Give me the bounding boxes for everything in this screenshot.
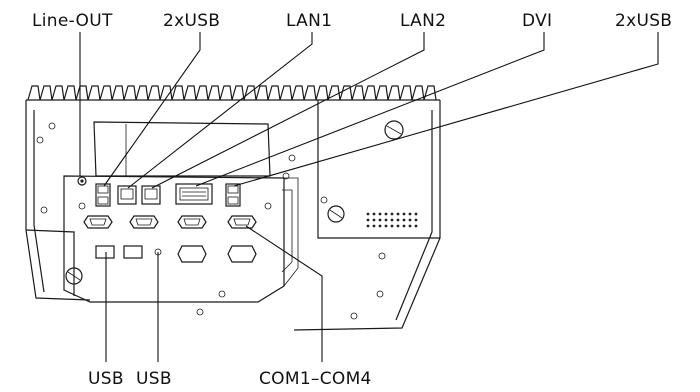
com-ports bbox=[83, 215, 257, 229]
usb-stack-left bbox=[95, 183, 111, 207]
screw-top-right bbox=[384, 120, 404, 140]
leader-usb-left bbox=[103, 32, 201, 187]
leader-dvi bbox=[195, 32, 545, 187]
screw-right bbox=[327, 205, 345, 223]
label-dvi: DVI bbox=[522, 11, 552, 31]
label-usb-2: USB bbox=[136, 369, 172, 389]
label-lan2: LAN2 bbox=[400, 11, 446, 31]
heatsink-fins bbox=[26, 85, 440, 101]
leader-lines bbox=[79, 32, 659, 362]
usb-single-2 bbox=[123, 245, 143, 259]
label-2xusb-right: 2xUSB bbox=[615, 11, 672, 31]
usb-stack-right bbox=[225, 183, 241, 207]
label-usb-1: USB bbox=[88, 369, 124, 389]
label-com1-com4: COM1–COM4 bbox=[259, 369, 372, 389]
io-panel bbox=[63, 175, 299, 303]
screw-bottom-left bbox=[65, 267, 83, 285]
usb-single-1 bbox=[95, 245, 115, 259]
label-line-out: Line-OUT bbox=[32, 11, 113, 31]
label-lan1: LAN1 bbox=[286, 11, 332, 31]
label-2xusb-left: 2xUSB bbox=[163, 11, 220, 31]
device-enclosure bbox=[25, 85, 441, 331]
leader-com bbox=[245, 225, 323, 362]
leader-lan1 bbox=[127, 32, 313, 189]
leader-usb-right bbox=[233, 32, 659, 187]
vent-holes bbox=[366, 212, 418, 228]
lan2-port bbox=[141, 185, 161, 205]
lan1-port bbox=[117, 185, 137, 205]
line-out-jack bbox=[77, 176, 87, 186]
dvi-port bbox=[175, 183, 213, 205]
leader-lan2 bbox=[151, 32, 425, 189]
